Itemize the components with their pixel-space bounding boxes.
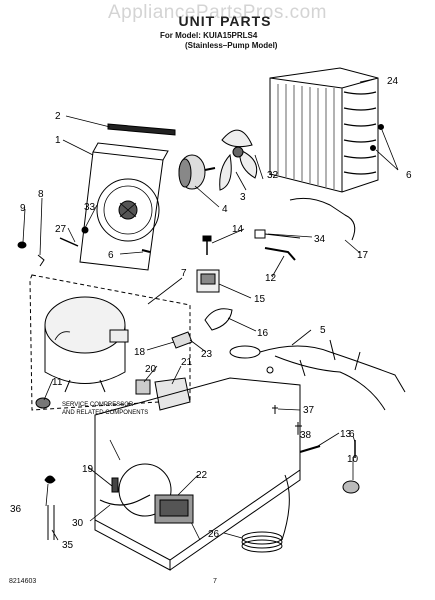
callout-36: 36 <box>10 504 22 515</box>
leader-lines <box>22 78 399 541</box>
grommet-9 <box>17 241 27 249</box>
footer-part-number: 8214603 <box>9 578 37 585</box>
callout-16: 16 <box>257 328 269 339</box>
callout-18: 18 <box>134 347 146 358</box>
callout-27: 27 <box>55 224 67 235</box>
footer-page-number: 7 <box>213 578 217 585</box>
callout-8: 8 <box>38 189 44 200</box>
callout-5: 5 <box>320 325 326 336</box>
screw-37 <box>272 405 278 414</box>
callout-37: 37 <box>303 405 315 416</box>
callout-12: 12 <box>265 273 277 284</box>
fitting-19 <box>111 477 119 493</box>
callout-11: 11 <box>52 377 63 388</box>
clamp-36 <box>44 475 56 484</box>
compressor <box>44 296 126 354</box>
callout-3: 3 <box>240 192 246 203</box>
cap-10 <box>342 480 360 494</box>
callout-22: 22 <box>196 470 208 481</box>
shroud-top <box>92 142 169 161</box>
callout-38: 38 <box>300 430 312 441</box>
clip-16 <box>204 308 233 331</box>
gasket-strip <box>107 123 176 136</box>
callout-2: 2 <box>55 111 61 122</box>
callout-9: 9 <box>20 203 26 214</box>
callout-26: 26 <box>208 529 220 540</box>
callout-6-base: 6 <box>349 429 355 440</box>
condenser-fins <box>277 84 335 189</box>
service-note-line1: SERVICE COMPRESSOR <box>62 402 134 408</box>
callout-1: 1 <box>55 135 61 146</box>
condenser-frame <box>269 67 379 193</box>
shroud-body <box>79 151 164 271</box>
callout-19: 19 <box>82 464 94 475</box>
model-line: For Model: KUIA15PRLS4 <box>160 31 258 40</box>
callout-15: 15 <box>254 294 266 305</box>
base-hole <box>118 463 172 517</box>
screw-6-shroud <box>141 249 151 253</box>
clip-8 <box>37 254 45 267</box>
callout-10: 10 <box>347 454 359 465</box>
callout-14: 14 <box>232 224 244 235</box>
callout-20: 20 <box>145 364 157 375</box>
wiring-harness-5 <box>229 339 406 411</box>
tube-12 <box>264 247 296 261</box>
grommet-11 <box>35 397 51 409</box>
callout-17: 17 <box>357 250 369 261</box>
callout-32: 32 <box>267 170 279 181</box>
watermark: AppliancePartsPros.com <box>107 2 328 23</box>
fitting-13 <box>299 445 321 453</box>
model-description: (Stainless–Pump Model) <box>185 41 278 50</box>
callout-30: 30 <box>72 518 84 529</box>
shroud-ring <box>96 178 160 242</box>
service-note-line2: AND RELATED COMPONENTS <box>62 410 148 416</box>
wire-17 <box>289 197 356 241</box>
page-title: UNIT PARTS <box>178 13 272 29</box>
callout-6-shroud: 6 <box>108 250 114 261</box>
screw-33 <box>81 226 89 234</box>
fan-blade <box>221 129 253 148</box>
callout-21: 21 <box>181 357 193 368</box>
tube-35 <box>47 505 55 540</box>
callout-24: 24 <box>387 76 399 87</box>
connector-34 <box>254 229 266 239</box>
overload-20 <box>135 379 151 395</box>
service-area <box>29 274 191 411</box>
callout-33: 33 <box>84 202 96 213</box>
callout-35: 35 <box>62 540 74 551</box>
hose-30 <box>99 494 151 506</box>
callout-7: 7 <box>181 268 187 279</box>
callout-34: 34 <box>314 234 326 245</box>
callout-4: 4 <box>222 204 228 215</box>
coil-26 <box>241 474 290 553</box>
bracket-27 <box>59 237 79 247</box>
condenser-coils <box>343 91 377 175</box>
capacitor-18 <box>171 331 193 349</box>
callout-6-condenser: 6 <box>406 170 412 181</box>
callout-13: 13 <box>340 429 352 440</box>
callout-23: 23 <box>201 349 213 360</box>
